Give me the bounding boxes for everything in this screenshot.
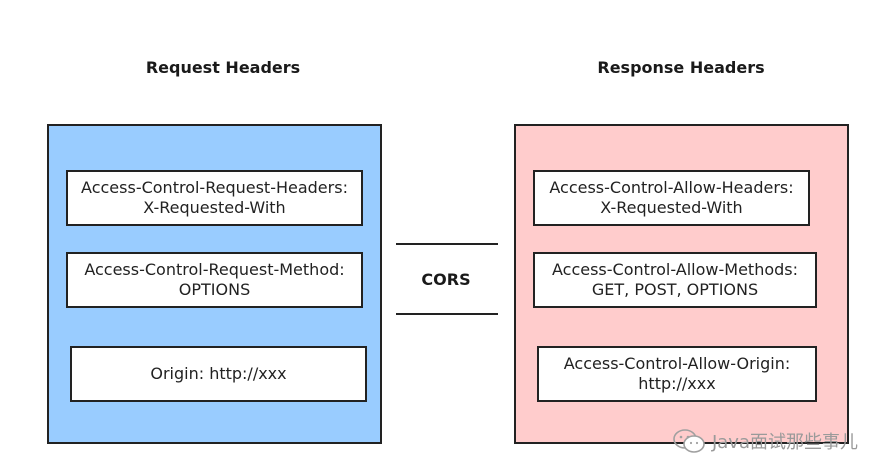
item-line1: Access-Control-Request-Headers: <box>81 178 348 197</box>
item-line1: Access-Control-Request-Method: <box>84 260 345 279</box>
request-method-item: Access-Control-Request-Method: OPTIONS <box>66 252 363 308</box>
item-line1: Access-Control-Allow-Headers: <box>549 178 794 197</box>
item-line1: Access-Control-Allow-Methods: <box>551 260 799 279</box>
item-line2: GET, POST, OPTIONS <box>591 280 759 299</box>
item-line2: OPTIONS <box>178 280 251 299</box>
allow-origin-item: Access-Control-Allow-Origin: http://xxx <box>537 346 817 402</box>
connector-line-bottom <box>396 313 498 315</box>
request-header-item: Access-Control-Request-Headers: X-Reques… <box>66 170 363 226</box>
item-line2: X-Requested-With <box>600 198 743 217</box>
item-line1: Origin: http://xxx <box>150 364 287 383</box>
allow-headers-item: Access-Control-Allow-Headers: X-Requeste… <box>533 170 810 226</box>
item-line1: Access-Control-Allow-Origin: <box>563 354 791 373</box>
watermark: Java面试那些事儿 <box>672 428 858 454</box>
connector-line-top <box>396 243 498 245</box>
item-line2: X-Requested-With <box>143 198 286 217</box>
origin-item: Origin: http://xxx <box>70 346 367 402</box>
wechat-icon <box>673 429 705 453</box>
cors-label: CORS <box>421 270 471 289</box>
item-line2: http://xxx <box>638 374 716 393</box>
response-headers-title: Response Headers <box>597 58 765 77</box>
allow-methods-item: Access-Control-Allow-Methods: GET, POST,… <box>533 252 817 308</box>
watermark-text: Java面试那些事儿 <box>711 432 858 453</box>
request-headers-title: Request Headers <box>145 58 301 77</box>
